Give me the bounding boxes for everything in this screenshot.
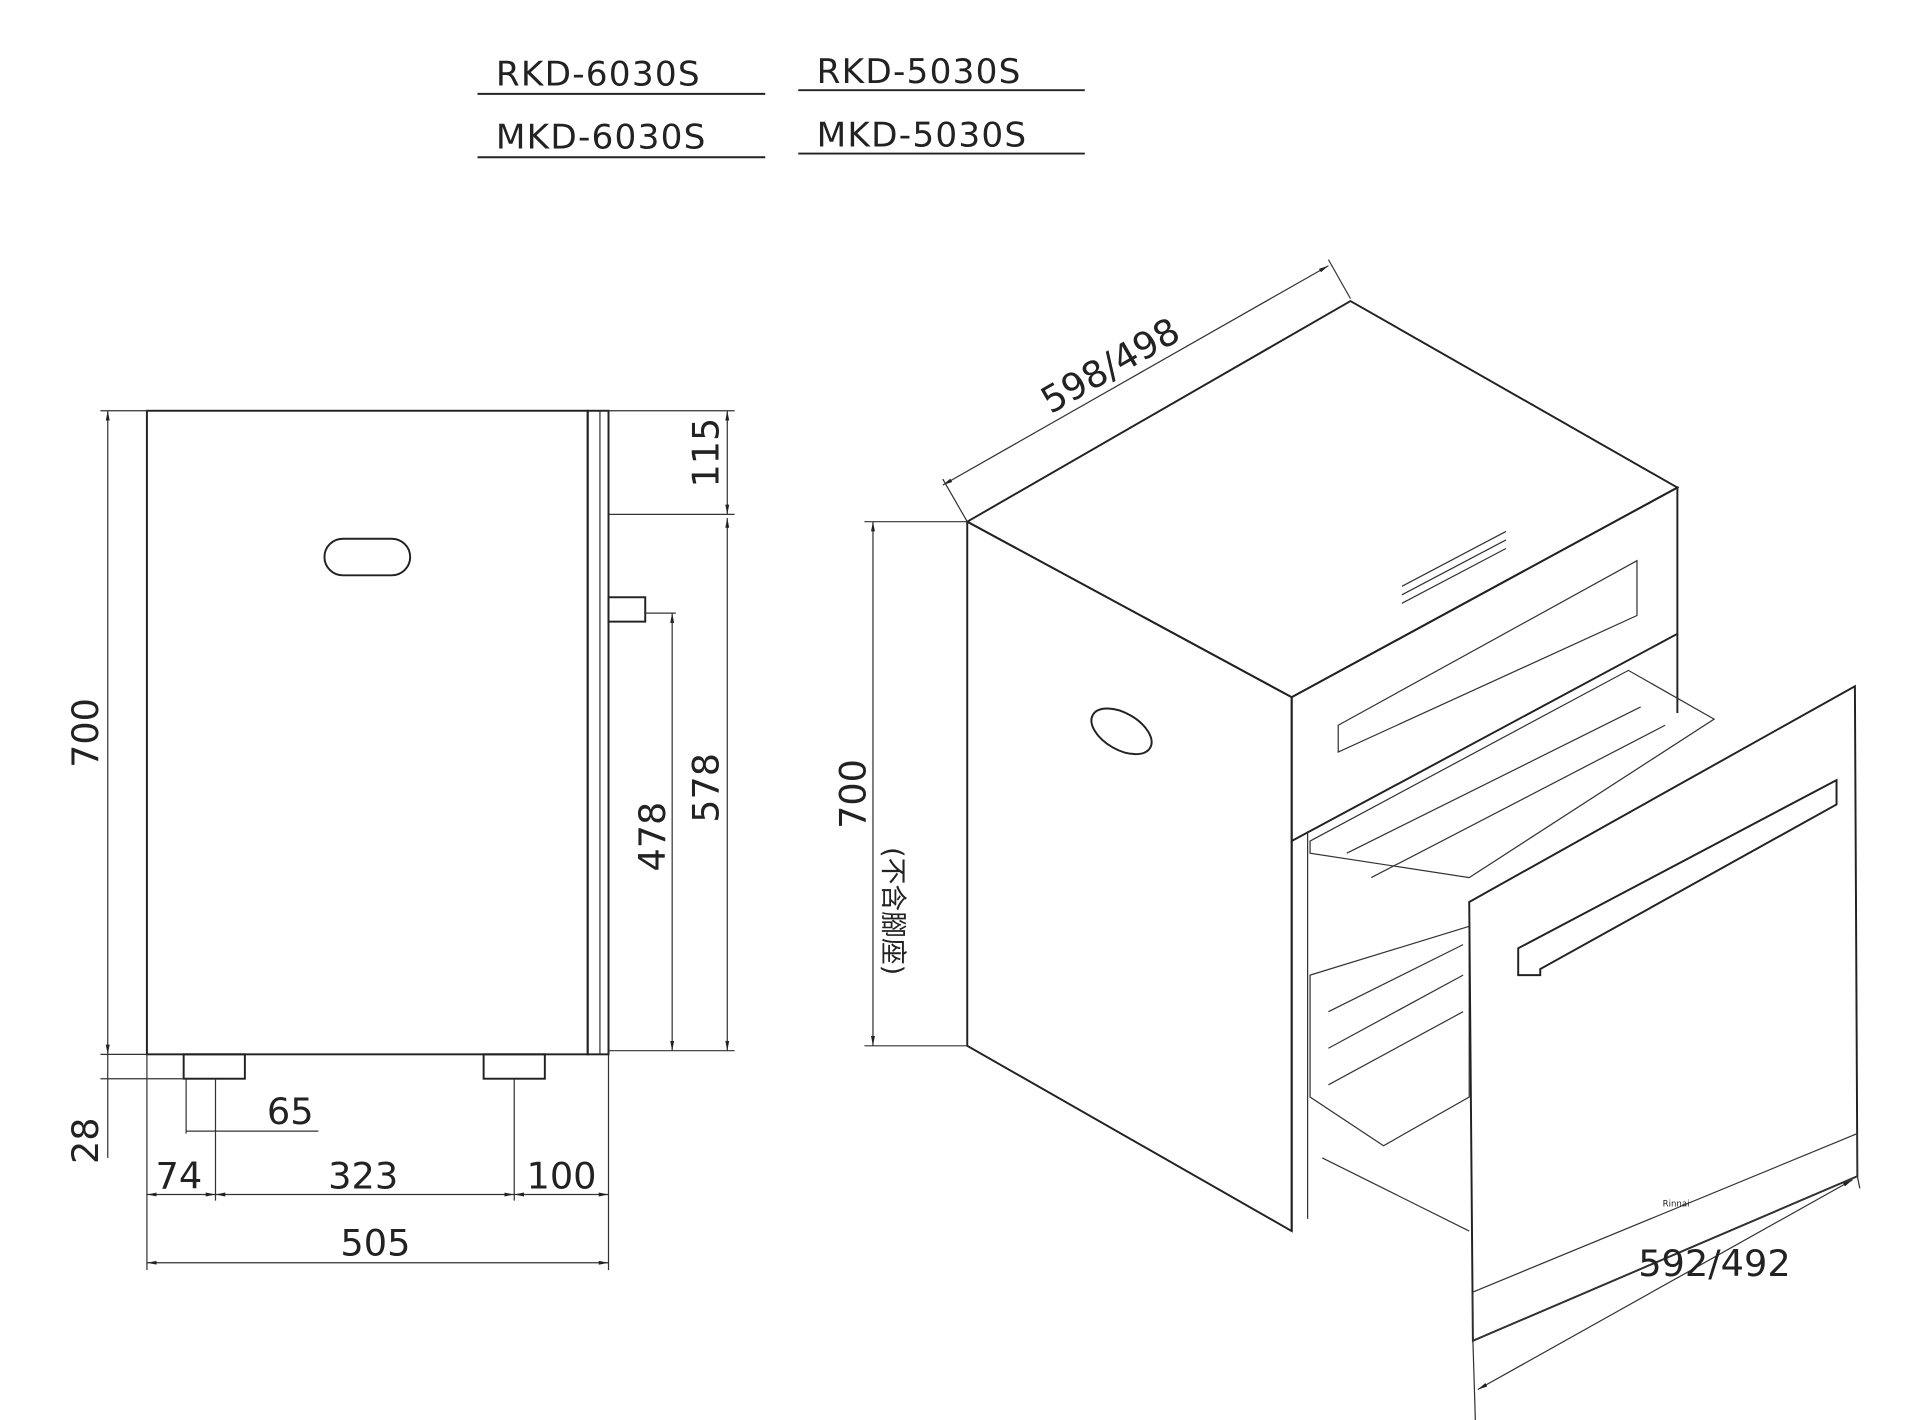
dim-drawer-height: 578 — [685, 753, 728, 823]
dim-foot-spacing: 323 — [328, 1154, 398, 1197]
dim-foot-offset: 74 — [155, 1154, 202, 1197]
model-table: RKD-6030S RKD-5030S MKD-6030S MKD-5030S — [477, 52, 1085, 159]
dim-door-width: 592/492 — [1638, 1242, 1790, 1285]
dim-depth: 505 — [340, 1222, 410, 1265]
side-view: 700 28 115 578 478 65 74 323 100 505 — [64, 409, 735, 1271]
dim-top-gap: 115 — [685, 418, 728, 488]
dim-foot-width: 65 — [267, 1090, 314, 1133]
dim-foot: 28 — [64, 1118, 107, 1165]
iso-view: Rinnai 598/498 700 (不含腳座) 592/492 — [832, 259, 1861, 1420]
handle-recess — [323, 537, 412, 577]
model-label: MKD-6030S — [496, 118, 707, 158]
handle-recess — [1090, 707, 1153, 756]
dim-rear: 100 — [526, 1154, 596, 1197]
height-note: (不含腳座) — [877, 847, 908, 975]
dim-width: 598/498 — [1033, 309, 1187, 422]
dim-inner-height: 478 — [631, 802, 674, 872]
model-label: RKD-6030S — [496, 54, 701, 94]
model-label: RKD-5030S — [817, 52, 1022, 92]
brand-logo: Rinnai — [1663, 1200, 1690, 1210]
dim-iso-height: 700 — [832, 759, 875, 829]
model-label: MKD-5030S — [817, 115, 1028, 155]
dim-height: 700 — [64, 698, 107, 768]
